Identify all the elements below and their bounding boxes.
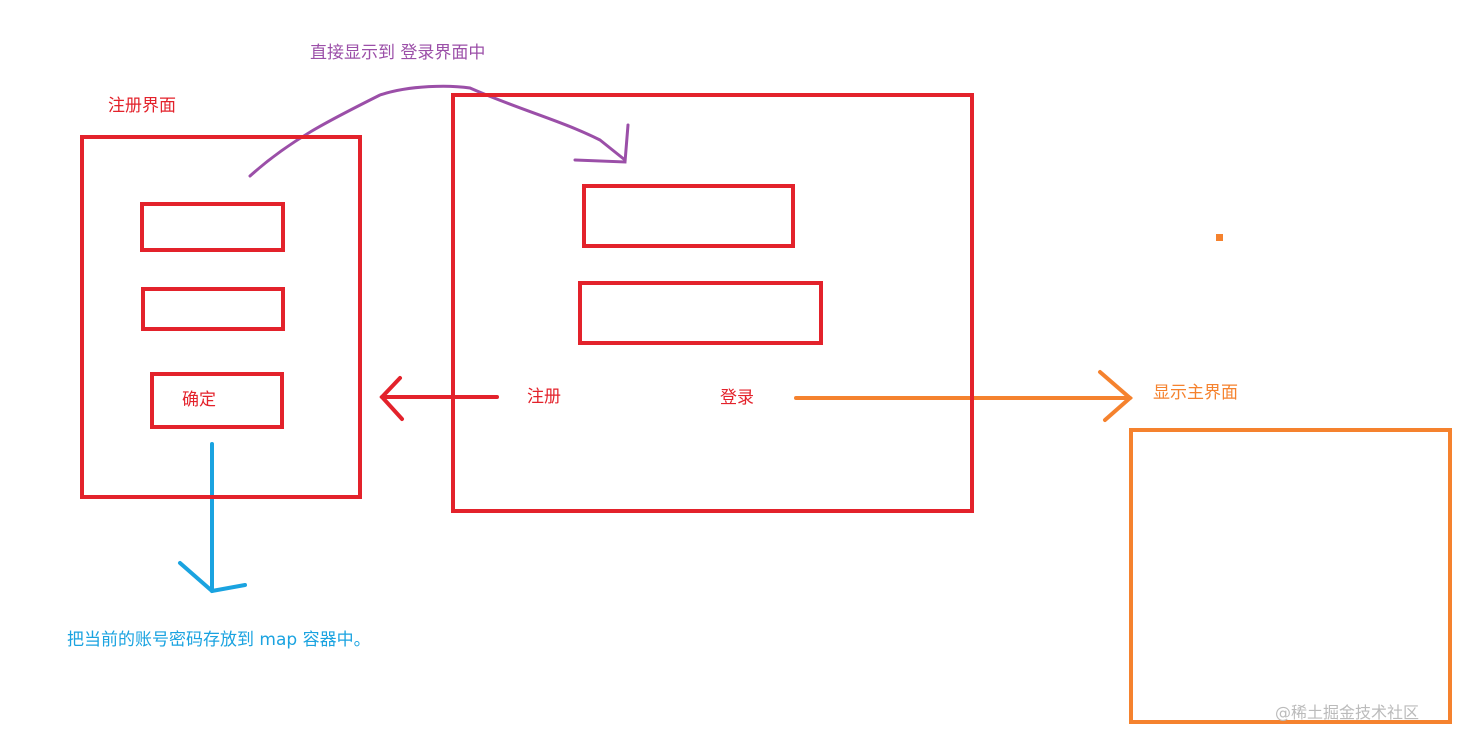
store-note: 把当前的账号密码存放到 map 容器中。: [67, 630, 371, 650]
confirm-button-label: 确定: [182, 390, 216, 410]
confirm-button[interactable]: [150, 372, 284, 429]
login-button[interactable]: 登录: [720, 388, 754, 408]
register-panel-title: 注册界面: [108, 96, 176, 116]
main-panel-title: 显示主界面: [1153, 383, 1238, 403]
orange-dot: [1216, 234, 1223, 241]
register-panel: [80, 135, 362, 499]
register-username-field[interactable]: [140, 202, 285, 252]
orange-arrowhead-icon: [1098, 370, 1134, 422]
watermark: @稀土掘金技术社区: [1275, 703, 1420, 722]
register-link[interactable]: 注册: [527, 387, 561, 407]
purple-arrowhead-icon: [573, 123, 630, 164]
login-panel: [451, 93, 974, 513]
login-note: 直接显示到 登录界面中: [310, 43, 486, 63]
register-password-field[interactable]: [141, 287, 285, 331]
login-username-field[interactable]: [582, 184, 795, 248]
login-password-field[interactable]: [578, 281, 823, 345]
main-panel: [1129, 428, 1452, 724]
red-arrowhead-icon: [379, 376, 404, 421]
blue-arrowhead-icon: [178, 561, 247, 594]
purple-curve-arrow: [248, 84, 627, 178]
